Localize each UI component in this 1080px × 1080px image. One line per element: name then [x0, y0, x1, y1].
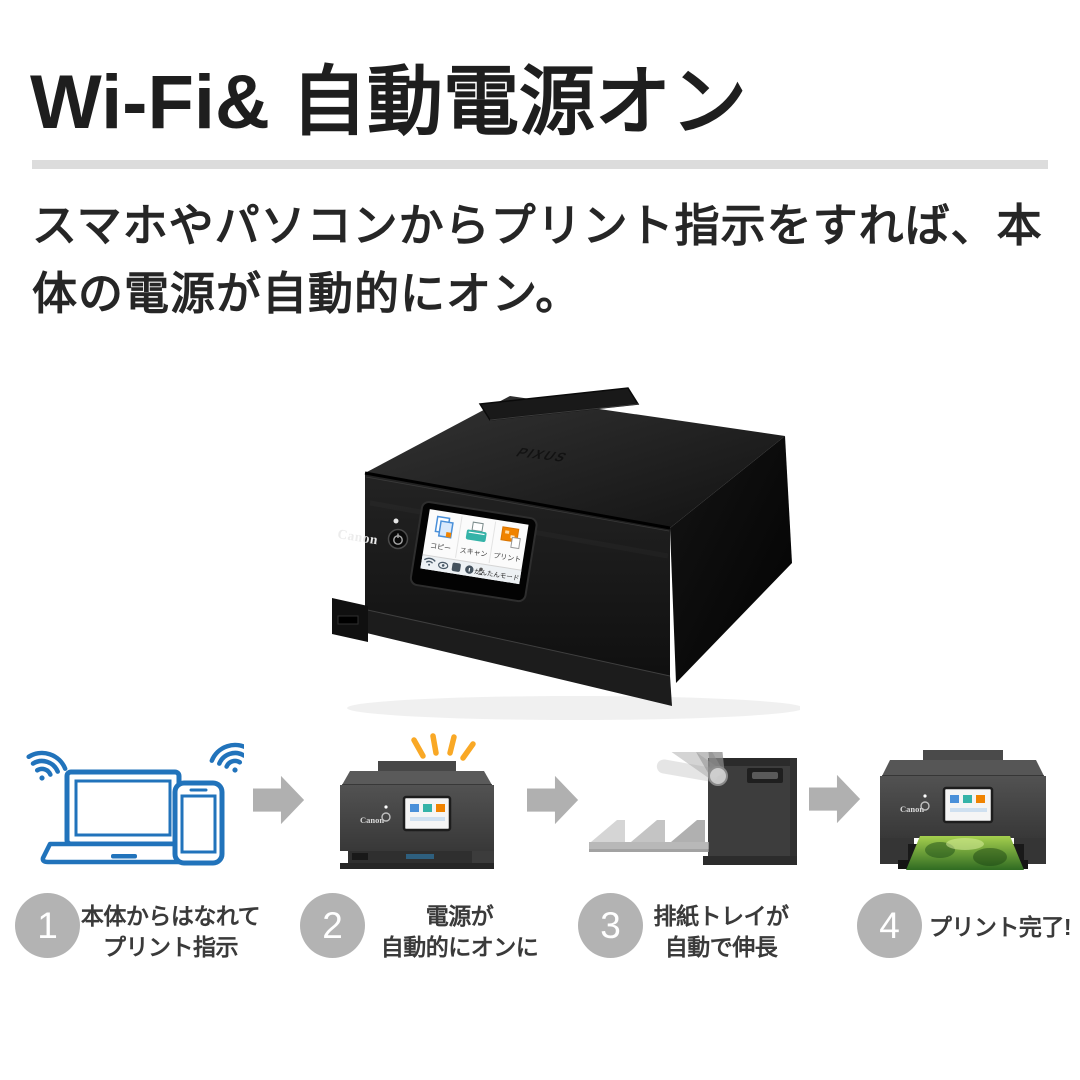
wifi-signal-icon	[209, 742, 244, 773]
pixus-mark: PIXUS	[513, 445, 572, 465]
power-led	[393, 518, 399, 524]
output-tray-extending	[589, 820, 709, 852]
print-icon	[500, 526, 521, 550]
title-divider	[32, 160, 1048, 169]
step-3-illustration	[585, 752, 800, 867]
description-line: 体の電源が自動的にオン。	[32, 268, 582, 319]
touchscreen: コピー スキャン プリント	[409, 501, 538, 603]
step-number-badge: 4	[857, 893, 922, 958]
sd-card-slot	[337, 615, 359, 625]
caption-line: 電源が	[425, 903, 494, 929]
caption-line: 本体からはなれて	[80, 903, 261, 929]
printed-photo	[906, 836, 1024, 870]
copy-label: コピー	[429, 542, 451, 553]
mini-printer-front: Canon	[880, 750, 1046, 869]
wifi-icon	[423, 557, 436, 566]
arrow-right-icon	[253, 774, 307, 828]
caption-line: 自動的にオンに	[380, 934, 539, 960]
caption-line: プリント指示	[103, 934, 239, 960]
step-2-illustration: Canon	[326, 733, 508, 873]
scan-icon	[465, 521, 487, 542]
printer-side-body	[703, 758, 797, 865]
step-number-badge: 3	[578, 893, 643, 958]
power-on-rays-icon	[411, 733, 476, 761]
canon-logo: Canon	[900, 804, 924, 814]
arrow-right-icon	[809, 773, 863, 827]
printer-right-side	[670, 436, 792, 683]
step-caption: 排紙トレイが 自動で伸長	[645, 901, 797, 963]
mini-touchscreen	[402, 795, 452, 832]
printer-lid	[365, 396, 785, 528]
arrow-right-icon	[527, 774, 581, 828]
step-number-badge: 1	[15, 893, 80, 958]
page-description: スマホやパソコンからプリント指示をすれば、本 体の電源が自動的にオン。	[32, 192, 1052, 328]
step-caption: 本体からはなれて プリント指示	[78, 901, 263, 963]
page-title: Wi-Fi& 自動電源オン	[30, 60, 748, 145]
wifi-signal-icon	[26, 750, 68, 781]
step-caption: プリント完了!	[925, 912, 1075, 943]
copy-icon	[434, 515, 454, 539]
power-button-icon	[387, 528, 409, 550]
mini-touchscreen	[942, 786, 994, 824]
power-button-icon	[920, 801, 930, 811]
hero-printer-photo: PIXUS Canon	[280, 378, 800, 723]
step-1-illustration	[12, 732, 244, 872]
canon-logo: Canon	[337, 526, 380, 547]
smartphone-icon	[172, 780, 225, 866]
caption-line: 自動で伸長	[664, 934, 778, 960]
power-button-icon	[381, 812, 391, 822]
caption-line: プリント完了!	[928, 914, 1072, 940]
cover-opening-motion	[656, 752, 728, 786]
caption-line: 排紙トレイが	[653, 903, 790, 929]
description-line: スマホやパソコンからプリント指示をすれば、本	[32, 200, 1043, 251]
step-caption: 電源が 自動的にオンに	[362, 901, 557, 963]
info-icon	[465, 565, 474, 574]
printer-front-tray	[340, 604, 672, 706]
step-4-illustration: Canon	[868, 744, 1063, 879]
eye-icon	[437, 561, 449, 570]
step-number-badge: 2	[300, 893, 365, 958]
canon-logo: Canon	[360, 815, 384, 825]
hero-printer-illustration: PIXUS Canon	[332, 387, 800, 720]
person-icon	[479, 567, 483, 572]
mini-printer-front: Canon	[340, 761, 494, 869]
printer-shadow	[347, 696, 800, 720]
settings-icon	[451, 562, 461, 572]
